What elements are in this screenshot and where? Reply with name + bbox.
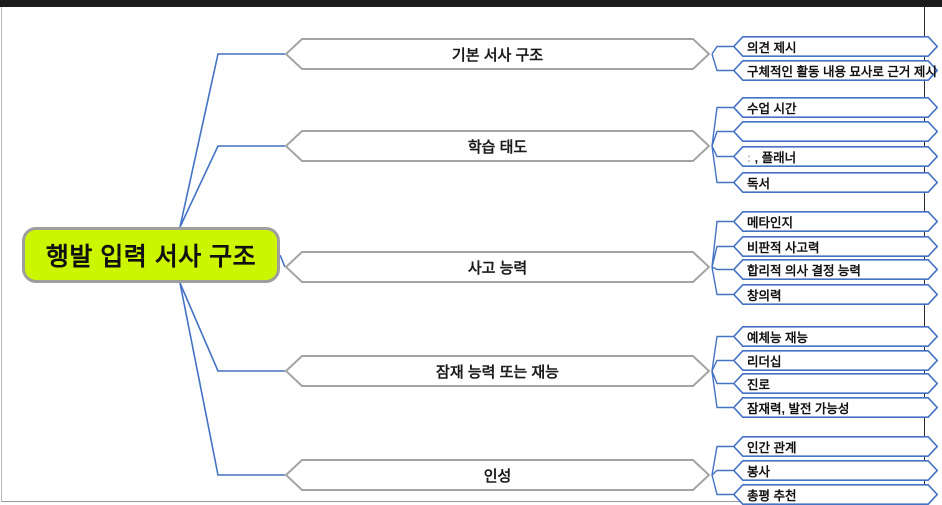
leaf-node-label: 창의력 xyxy=(747,289,782,303)
leaf-node[interactable]: 메타인지 xyxy=(733,211,938,232)
leaf-node[interactable]: 독서 xyxy=(733,172,938,193)
leaf-node[interactable]: 인간 관계 xyxy=(733,436,938,457)
leaf-node-label: : , 플래너 xyxy=(733,147,796,166)
branch-node[interactable]: 사고 능력 xyxy=(285,251,710,283)
branch-node[interactable]: 학습 태도 xyxy=(285,130,710,162)
root-node[interactable]: 행발 입력 서사 구조 xyxy=(22,227,280,283)
leaf-node-label: 잠재력, 발전 가능성 xyxy=(747,402,850,416)
leaf-node[interactable]: 리더십 xyxy=(733,350,938,371)
leaf-node[interactable]: 창의력 xyxy=(733,284,938,305)
branch-node-label: 인성 xyxy=(483,467,512,485)
leaf-node-label-ghost: : xyxy=(747,151,752,165)
leaf-node[interactable]: 수업 시간 xyxy=(733,97,938,118)
leaf-node-label: 수업 시간 xyxy=(747,102,797,116)
leaf-node[interactable]: 진로 xyxy=(733,373,938,394)
leaf-node[interactable]: 잠재력, 발전 가능성 xyxy=(733,397,938,418)
window-chrome-bar xyxy=(0,0,942,7)
branch-node-label: 학습 태도 xyxy=(467,138,528,156)
leaf-node-label: 봉사 xyxy=(747,465,771,479)
branch-node-label: 잠재 능력 또는 재능 xyxy=(436,363,559,381)
leaf-node-label: 독서 xyxy=(747,177,771,191)
branch-node-label: 기본 서사 구조 xyxy=(451,46,544,64)
leaf-node-label: 합리적 의사 결정 능력 xyxy=(747,264,861,278)
branch-node-label: 사고 능력 xyxy=(467,259,528,277)
leaf-node[interactable]: 총평 추천 xyxy=(733,484,938,505)
leaf-node[interactable] xyxy=(733,121,938,142)
leaf-node-label: 진로 xyxy=(747,378,771,392)
leaf-node-label: 총평 추천 xyxy=(747,489,797,503)
leaf-node-label-text: , 플래너 xyxy=(754,151,797,165)
leaf-node[interactable]: 의견 제시 xyxy=(733,36,938,57)
leaf-node-label: 리더십 xyxy=(747,355,782,369)
leaf-node[interactable]: 구체적인 활동 내용 묘사로 근거 제시 xyxy=(733,60,938,81)
branch-node[interactable]: 기본 서사 구조 xyxy=(285,38,710,70)
root-node-label: 행발 입력 서사 구조 xyxy=(45,243,257,271)
leaf-node-label: 인간 관계 xyxy=(747,441,797,455)
leaf-node[interactable]: 합리적 의사 결정 능력 xyxy=(733,259,938,280)
leaf-node[interactable]: 비판적 사고력 xyxy=(733,236,938,257)
leaf-node-label: 구체적인 활동 내용 묘사로 근거 제시 xyxy=(747,65,937,79)
leaf-node-label: 비판적 사고력 xyxy=(747,241,820,255)
branch-node[interactable]: 잠재 능력 또는 재능 xyxy=(285,355,710,387)
leaf-node[interactable]: 예체능 재능 xyxy=(733,326,938,347)
leaf-node-label: 예체능 재능 xyxy=(747,331,808,345)
leaf-node-label: 의견 제시 xyxy=(747,41,797,55)
leaf-node[interactable]: : , 플래너 xyxy=(733,146,938,167)
branch-node[interactable]: 인성 xyxy=(285,459,710,491)
leaf-node[interactable]: 봉사 xyxy=(733,460,938,481)
leaf-node-label: 메타인지 xyxy=(747,216,794,230)
